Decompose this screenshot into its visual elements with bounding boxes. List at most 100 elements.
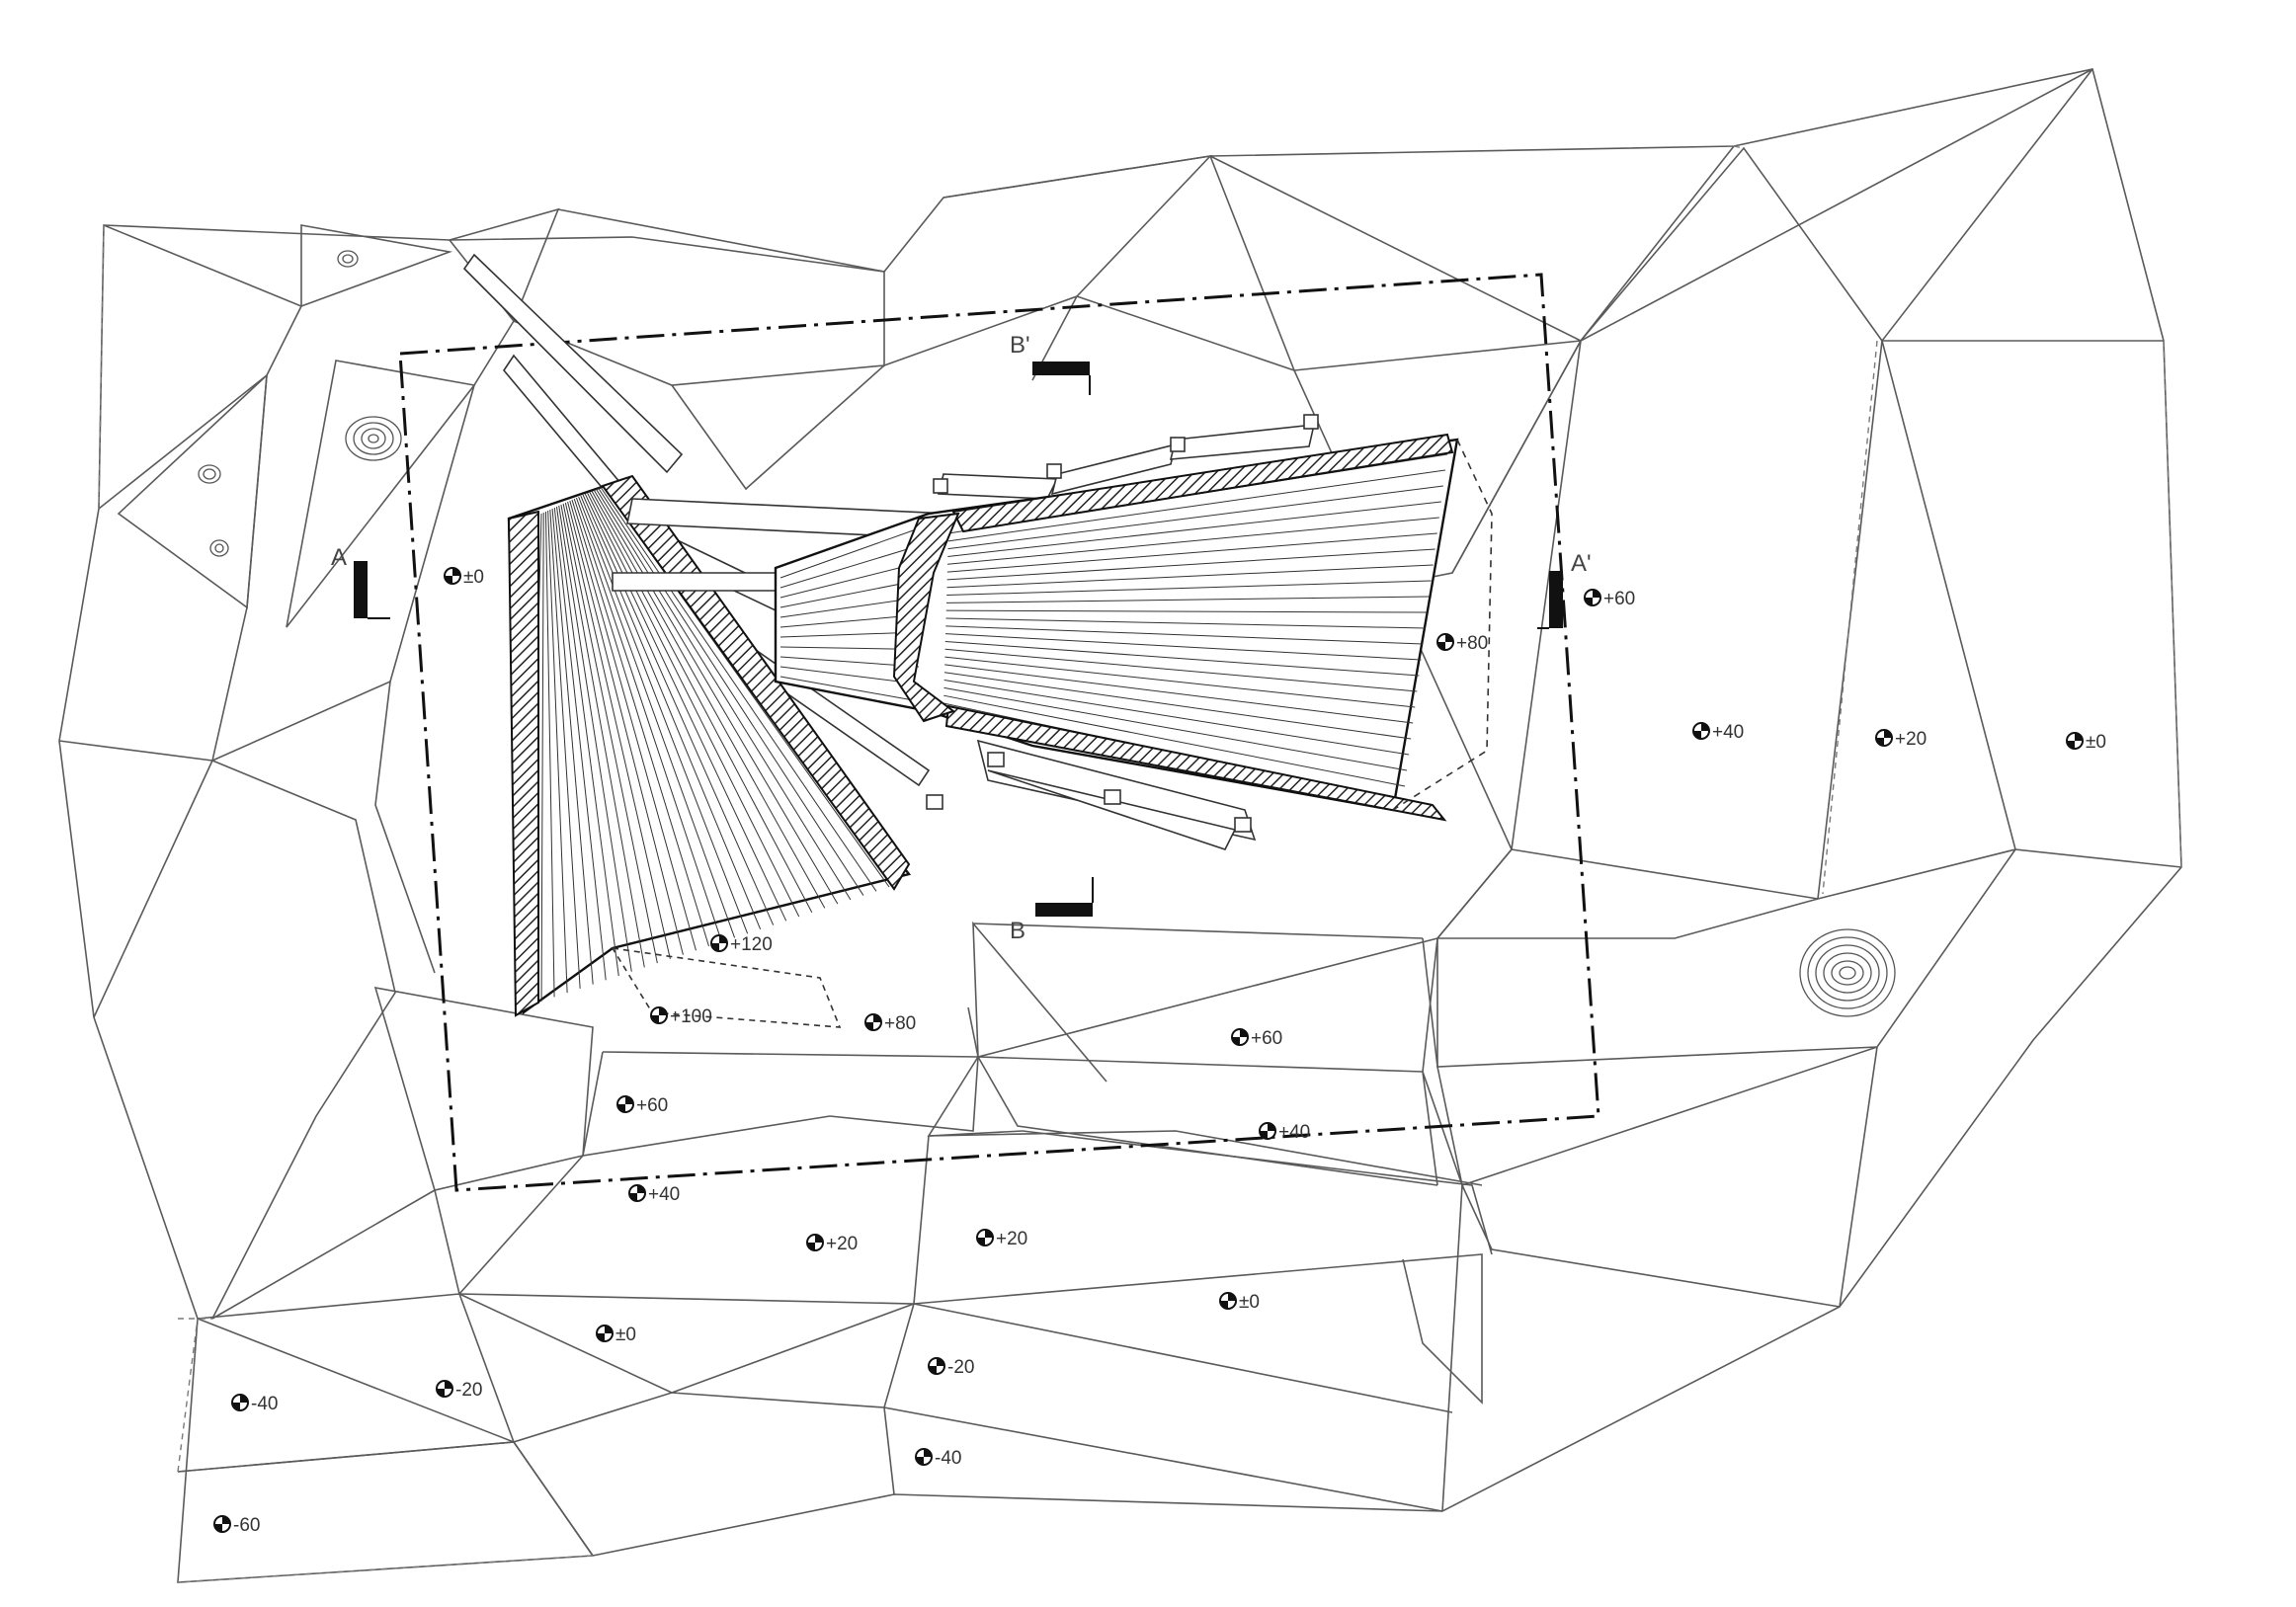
- roof-rib: [582, 494, 775, 925]
- roof-rib: [779, 527, 920, 579]
- roof-rib: [547, 510, 568, 994]
- section-marker-b-prime: B': [1010, 332, 1091, 395]
- roof-rib: [946, 548, 1435, 581]
- spot-elevation: +40: [1259, 1122, 1310, 1143]
- roof-rib: [578, 496, 749, 934]
- spot-label: +80: [884, 1013, 916, 1034]
- spot-elevation: -20: [928, 1357, 974, 1378]
- roof-rib: [944, 640, 1420, 677]
- roof-rib: [779, 562, 920, 599]
- spot-elevation: +20: [1875, 729, 1927, 750]
- spot-label: -40: [935, 1448, 961, 1469]
- site-boundary: [398, 273, 1600, 1192]
- spot-elevation: +40: [1692, 722, 1744, 743]
- roof-rib: [947, 501, 1441, 557]
- spot-elevation: ±0: [596, 1325, 636, 1345]
- spot-label: -40: [251, 1394, 278, 1414]
- terrain-dashed-lines: [98, 145, 2182, 1583]
- spot-label: -20: [947, 1357, 974, 1378]
- roof-rib: [573, 498, 723, 942]
- spot-label: -20: [455, 1380, 482, 1401]
- terrain-triangulation: [58, 68, 2182, 1583]
- roof-rib: [945, 609, 1428, 613]
- spot-label: ±0: [463, 567, 484, 588]
- roof-rib: [947, 469, 1446, 542]
- roof-rib: [945, 625, 1424, 645]
- roof-rib: [556, 506, 619, 977]
- spot-label: +40: [648, 1184, 680, 1205]
- hill-contours: [198, 250, 1896, 1017]
- roof-rib: [943, 694, 1406, 787]
- section-marker-b: B: [1010, 877, 1094, 944]
- spot-label: +40: [1278, 1122, 1310, 1143]
- roof-rib: [944, 664, 1414, 724]
- roof-rib: [945, 617, 1426, 629]
- spot-elevation: -40: [915, 1448, 961, 1469]
- spot-label: +20: [826, 1234, 858, 1254]
- roof-rib: [598, 487, 864, 896]
- roof-rib: [779, 666, 920, 684]
- roof-rib: [779, 676, 920, 702]
- spot-label: ±0: [1239, 1292, 1260, 1313]
- spot-label: +120: [730, 934, 773, 955]
- spot-label: +60: [636, 1095, 668, 1116]
- spot-label: +60: [1251, 1028, 1282, 1049]
- section-label-b: B: [1010, 918, 1025, 944]
- spot-elevation: -20: [436, 1380, 482, 1401]
- roof-rib: [779, 580, 920, 608]
- roof-rib: [567, 501, 684, 955]
- roof-rib: [779, 597, 920, 618]
- roof-rib: [562, 503, 658, 964]
- spot-elevation: +60: [1231, 1028, 1282, 1049]
- spot-elevation: -60: [213, 1515, 260, 1536]
- roof-rib: [779, 614, 920, 628]
- spot-label: +20: [1895, 729, 1927, 750]
- roof-rib: [560, 504, 645, 968]
- spot-elevation: +80: [1436, 633, 1488, 654]
- spot-elevation: -40: [231, 1394, 278, 1414]
- roof-rib: [584, 493, 787, 922]
- spot-label: +40: [1712, 722, 1744, 743]
- roof-rib: [946, 532, 1437, 573]
- spot-elevation: ±0: [1219, 1292, 1260, 1313]
- roof-rib: [587, 492, 800, 918]
- roof-rib: [947, 485, 1443, 550]
- spot-elevation: +80: [864, 1013, 916, 1034]
- spot-elevation: ±0: [444, 567, 484, 588]
- spot-label: +80: [1456, 633, 1488, 654]
- roof-rib: [944, 656, 1416, 708]
- roof-rib: [571, 499, 709, 947]
- roof-rib: [575, 497, 736, 938]
- roof-rib: [558, 505, 632, 972]
- spot-label: ±0: [2086, 732, 2106, 753]
- roof-rib: [589, 491, 813, 913]
- spot-elevation: +120: [710, 934, 773, 955]
- roof-rib: [549, 509, 581, 989]
- roof-rib: [593, 489, 839, 905]
- roof-rib: [947, 517, 1439, 565]
- roof-rib: [591, 490, 826, 909]
- spot-elevation: +60: [1584, 589, 1635, 609]
- spot-elevation: +100: [650, 1006, 712, 1027]
- building-right-wing: [612, 414, 1493, 850]
- roof-rib: [580, 495, 762, 930]
- roof-rib: [553, 507, 607, 981]
- spot-elevation: +40: [628, 1184, 680, 1205]
- roof-rib: [540, 512, 544, 1002]
- roof-rib: [595, 488, 852, 901]
- spot-label: -60: [233, 1515, 260, 1536]
- spot-label: +60: [1603, 589, 1635, 609]
- section-label-b-prime: B': [1010, 332, 1030, 359]
- roof-rib: [779, 545, 920, 589]
- roof-rib: [946, 564, 1434, 589]
- roof-rib: [945, 596, 1430, 603]
- spot-elevation: +20: [806, 1234, 858, 1254]
- spot-elevation: +20: [976, 1229, 1027, 1249]
- section-marker-a: A: [331, 544, 390, 619]
- section-label-a: A: [331, 544, 347, 571]
- section-marker-a-prime: A': [1537, 550, 1592, 629]
- roof-rib: [943, 680, 1410, 756]
- spot-label: ±0: [615, 1325, 636, 1345]
- section-label-a-prime: A': [1571, 550, 1592, 577]
